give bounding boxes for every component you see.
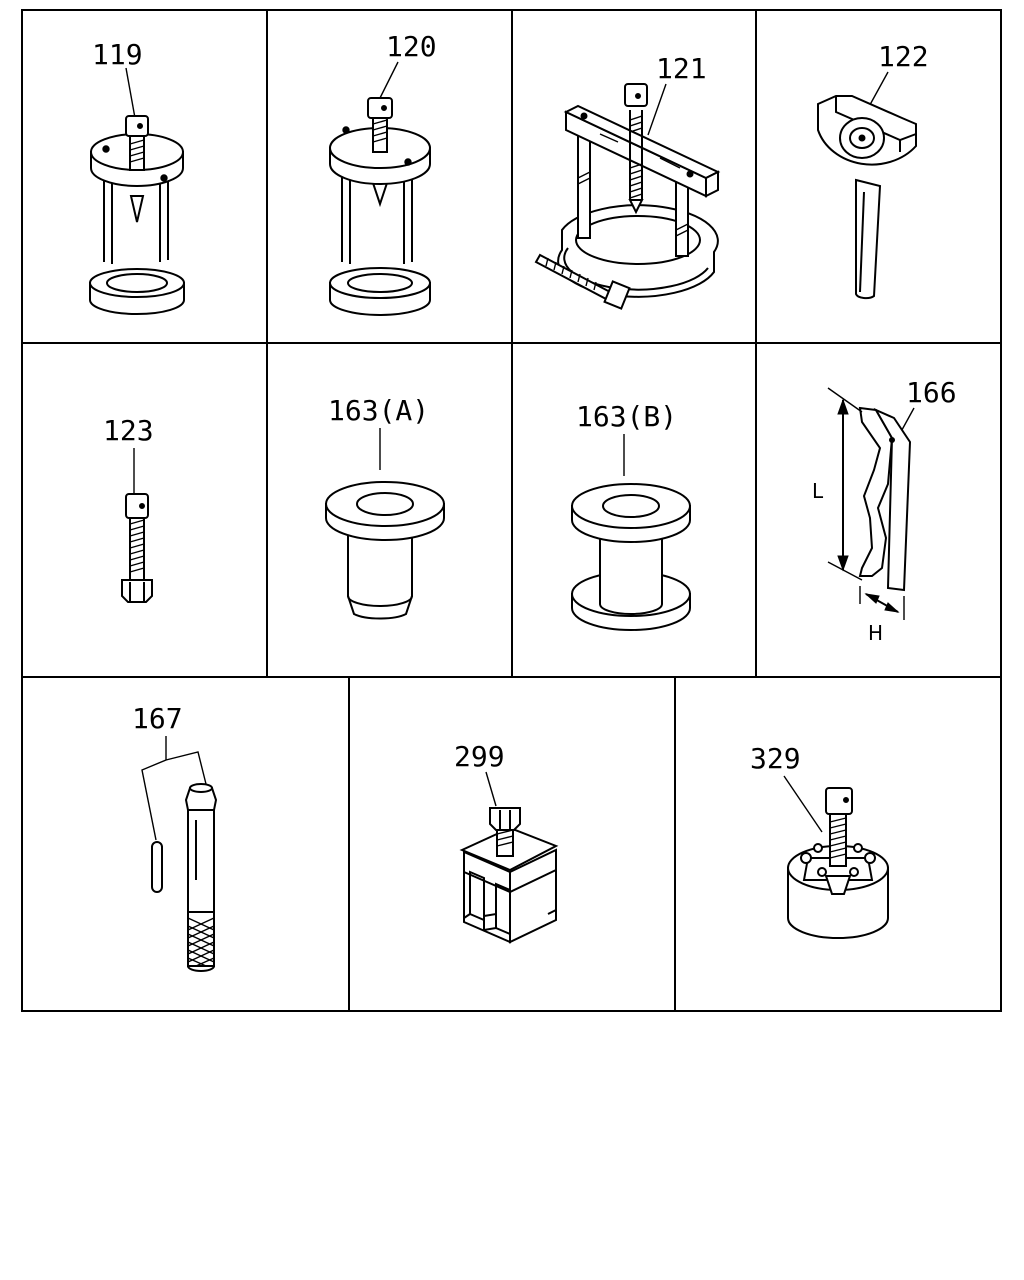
- part-label: 329: [750, 742, 801, 775]
- cylindrical-puller-icon: [787, 787, 889, 939]
- grid-frame: [21, 9, 1002, 1012]
- holder-wrench-icon: [817, 95, 917, 300]
- part-cell-120: 120: [329, 30, 437, 316]
- part-cell-163a: 163(A): [325, 394, 445, 620]
- part-label: 163(A): [328, 394, 429, 427]
- part-label: 122: [878, 40, 929, 73]
- part-cell-163b: 163(B): [571, 400, 691, 631]
- part-cell-166: 166 L H: [812, 376, 957, 645]
- part-label: 119: [92, 38, 143, 71]
- part-label: 167: [132, 702, 183, 735]
- bridge-puller-icon: [459, 807, 559, 944]
- part-cell-121: 121: [534, 52, 721, 310]
- gauge-plate-icon: L H: [812, 387, 912, 645]
- part-label: 166: [906, 376, 957, 409]
- part-label: 163(B): [576, 400, 677, 433]
- part-cell-329: 329: [750, 742, 889, 939]
- part-label: 120: [386, 30, 437, 63]
- part-label: 299: [454, 740, 505, 773]
- spring-compressor-tool-icon: [89, 115, 185, 315]
- length-dimension-label: L: [812, 479, 824, 503]
- height-dimension-label: H: [868, 621, 883, 645]
- part-cell-123: 123: [103, 414, 154, 603]
- part-cell-167: 167: [132, 702, 218, 972]
- flanged-installer-icon: [325, 481, 445, 620]
- bolt-with-nut-icon: [121, 493, 153, 603]
- spring-compressor-tool-icon: [329, 97, 431, 316]
- pin-and-drift-icon: [151, 783, 218, 972]
- knurled-grip: [187, 917, 215, 967]
- puller-with-clamp-ring-icon: [534, 83, 721, 310]
- double-flange-installer-icon: [571, 483, 691, 631]
- part-cell-119: 119: [89, 38, 185, 315]
- part-cell-299: 299: [454, 740, 559, 944]
- part-label: 121: [656, 52, 707, 85]
- part-cell-122: 122: [817, 40, 929, 300]
- part-label: 123: [103, 414, 154, 447]
